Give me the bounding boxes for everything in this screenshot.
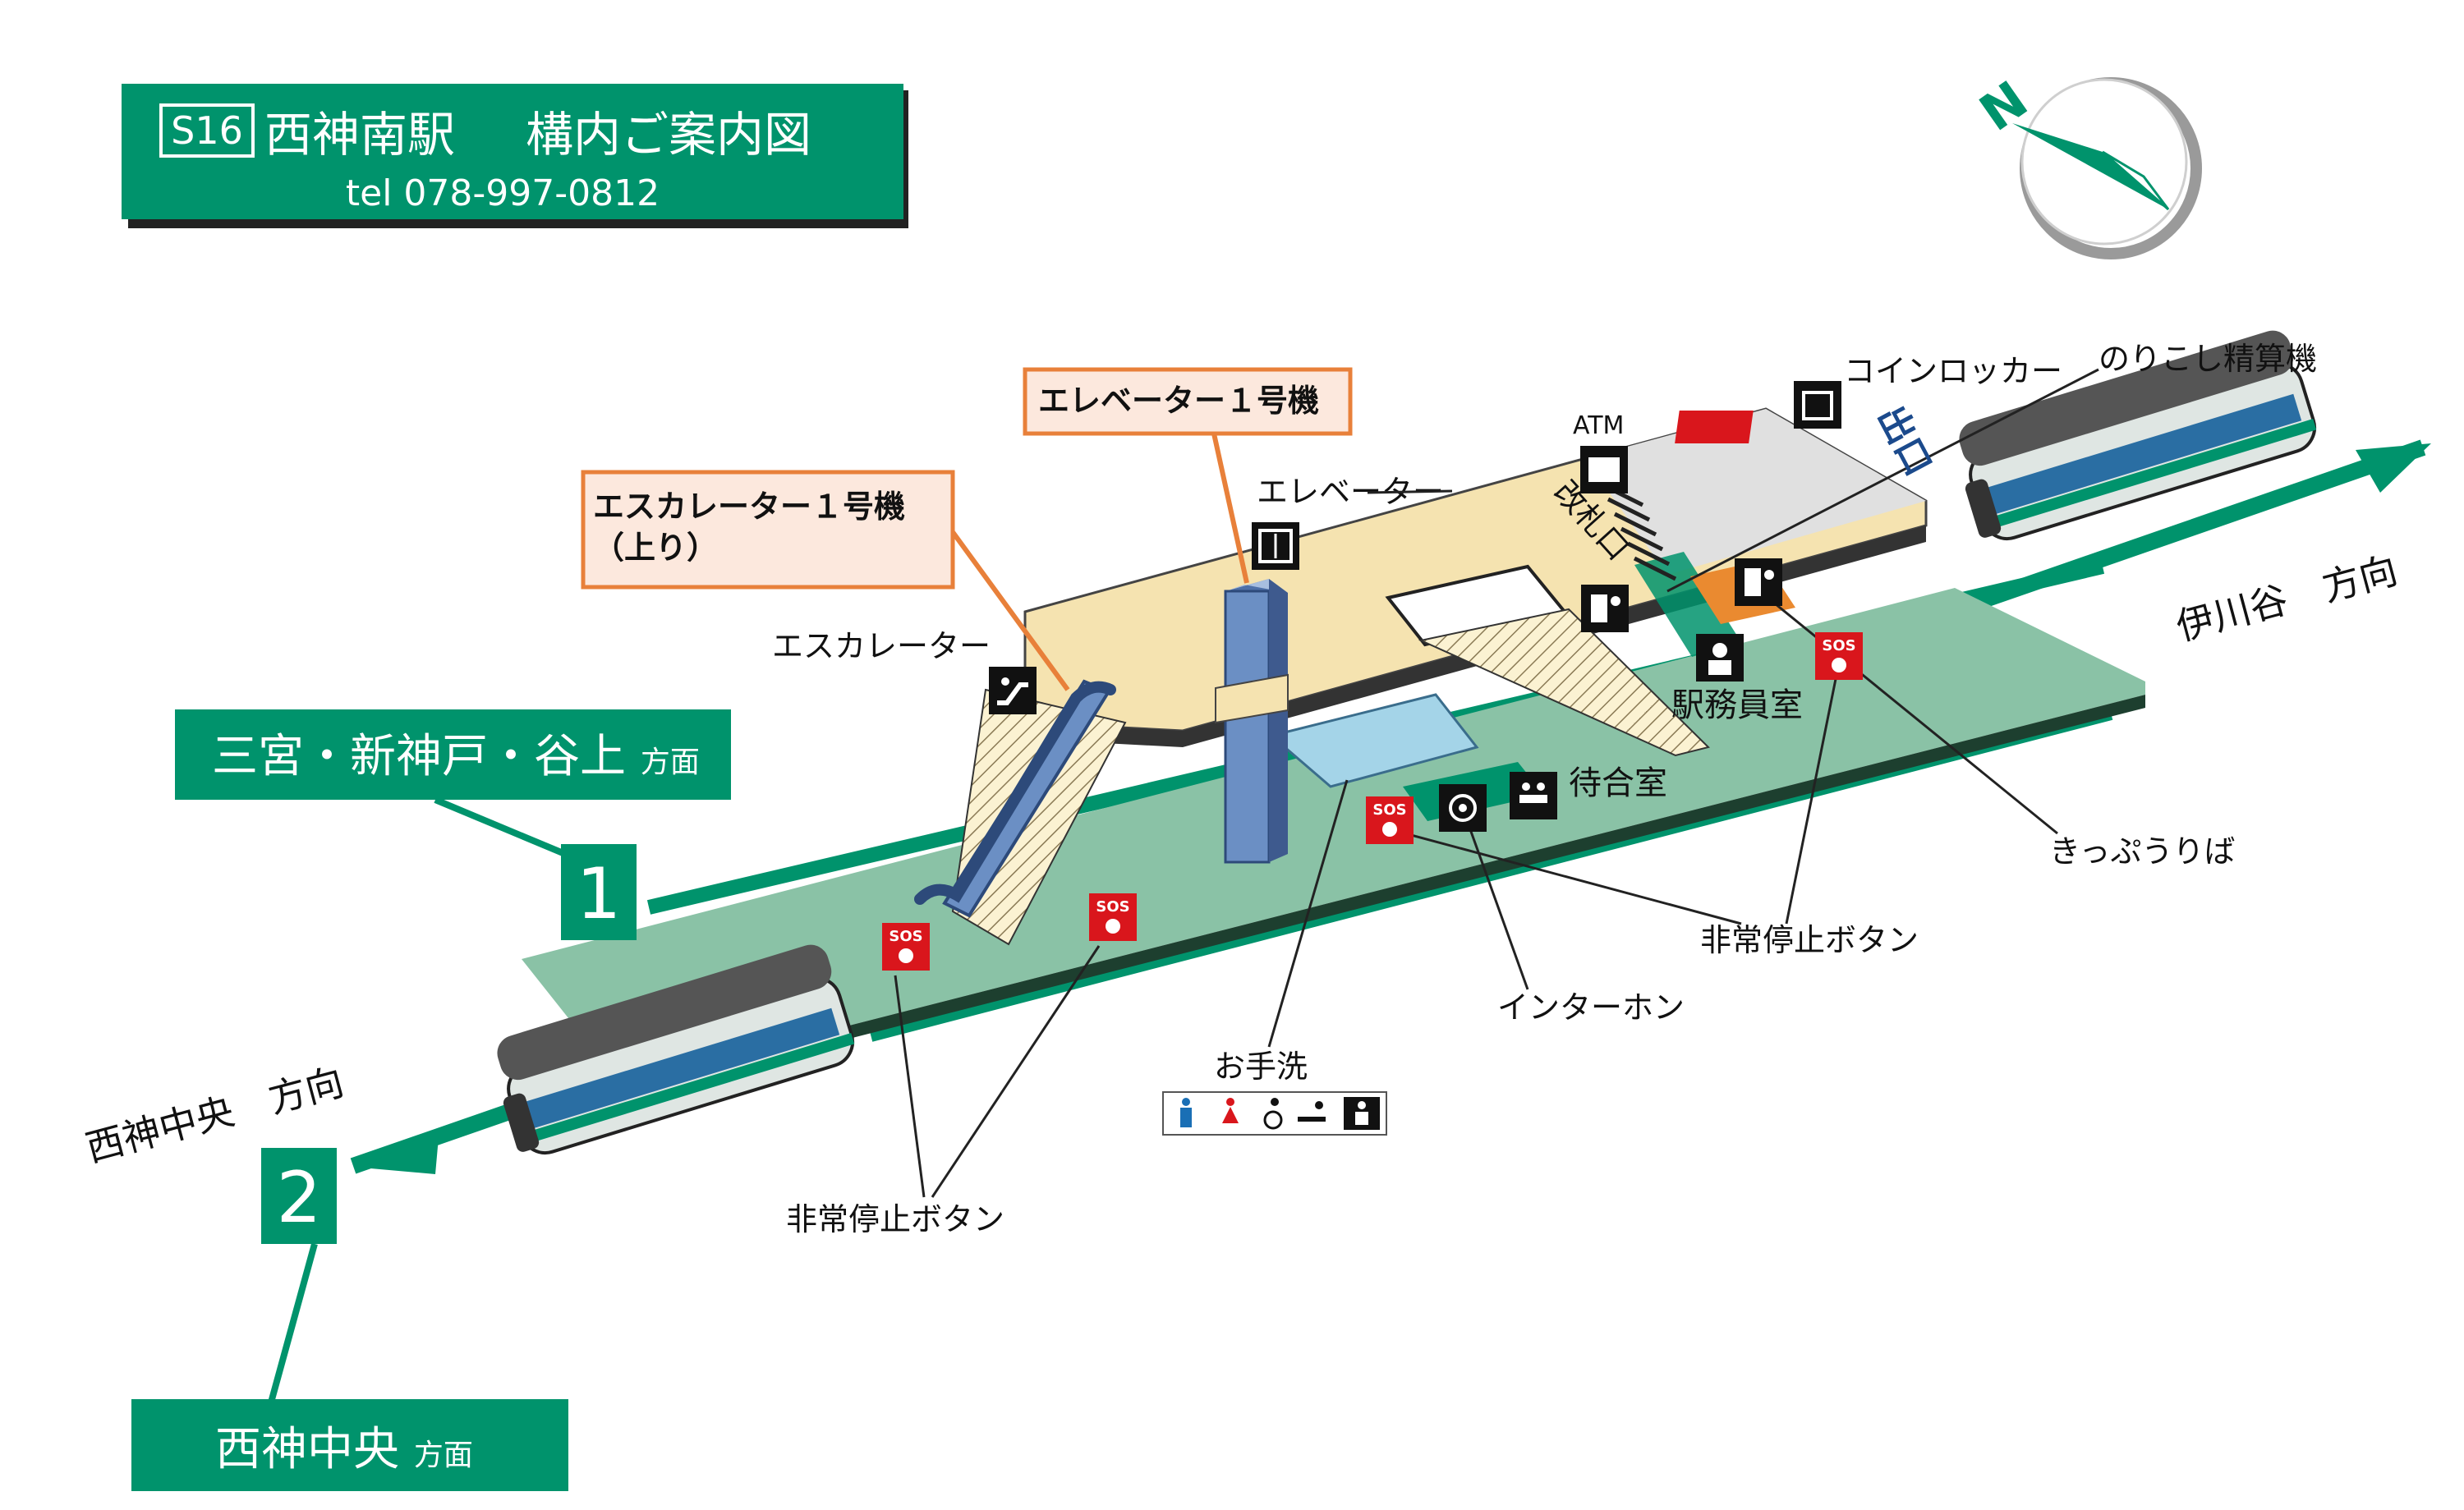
escalator — [914, 679, 1127, 946]
emergency-stop-label-left: 非常停止ボタン — [786, 1201, 1004, 1237]
sos-label-1: SOS — [889, 928, 922, 945]
track1-destination-sign: 三宮・新神戸・谷上 方面 1 — [175, 709, 731, 940]
escalator-label: エスカレーター — [772, 628, 991, 664]
fare-machine-icon — [1581, 585, 1629, 632]
track1-destination: 三宮・新神戸・谷上 — [212, 730, 626, 783]
phone-number: tel 078-997-0812 — [346, 172, 660, 214]
ostomate-icon — [1344, 1097, 1380, 1130]
waiting-room-icon — [1510, 772, 1557, 819]
exit-label: 出口 — [1869, 399, 1939, 483]
station-office-label: 駅務員室 — [1671, 686, 1803, 724]
station-staff-icon — [1696, 634, 1744, 682]
svg-text:三宮・新神戸・谷上 方面: 三宮・新神戸・谷上 方面 — [212, 730, 700, 783]
sos-button-1: SOS — [882, 923, 930, 971]
wheelchair-icon — [1263, 1098, 1283, 1130]
sos-label-3: SOS — [1372, 801, 1406, 819]
atm-icon — [1580, 446, 1628, 493]
sos-label-4: SOS — [1822, 637, 1855, 654]
island-platform — [522, 588, 2145, 1026]
ticket-gate-lines — [1600, 482, 1677, 581]
track2-number: 2 — [277, 1157, 322, 1239]
track2-destination-sign: 2 西神中央 方面 — [131, 1148, 568, 1491]
station-name: 西神南駅 — [264, 107, 455, 163]
svg-text:西神中央 方面: 西神中央 方面 — [215, 1423, 473, 1476]
elevator1-callout: エレベーター１号機 — [1023, 367, 1353, 584]
sos-button-2: SOS — [1089, 893, 1137, 941]
toilet-icons — [1162, 1091, 1387, 1136]
man-icon — [1166, 1095, 1206, 1131]
track2-number-box — [261, 1148, 337, 1244]
track1-number: 1 — [577, 853, 622, 935]
stairs — [1418, 608, 1710, 757]
atm-label: ATM — [1573, 411, 1624, 440]
ticket-machine-icon — [1735, 558, 1782, 606]
platform-edge — [846, 695, 2145, 1040]
sos-label-2: SOS — [1096, 898, 1129, 916]
south-direction-arrow — [361, 1128, 439, 1174]
coin-locker-icon — [1794, 381, 1841, 429]
woman-icon — [1222, 1098, 1239, 1123]
baby-changing-icon — [1298, 1101, 1326, 1122]
north-direction-arrow — [2356, 443, 2431, 493]
waiting-room-label: 待合室 — [1569, 764, 1667, 802]
compass-needle — [2012, 123, 2168, 209]
compass: N — [1969, 69, 2202, 259]
track1-number-box — [561, 844, 637, 940]
train-south — [497, 944, 855, 1154]
track2-destination: 西神中央 — [215, 1423, 399, 1476]
north-direction-label: 伊川谷 方向 — [2172, 548, 2402, 649]
ticket-sales-label: きっぷうりば — [2049, 833, 2235, 870]
intercom-icon — [1439, 784, 1487, 832]
toilet-label: お手洗 — [1214, 1049, 1308, 1085]
track1-suffix: 方面 — [641, 746, 700, 779]
emergency-stop-label-right: 非常停止ボタン — [1700, 922, 1919, 958]
map-title: 構内ご案内図 — [526, 107, 811, 163]
coin-locker-label: コインロッカー — [1844, 353, 2062, 389]
elevator1-callout-text: エレベーター１号機 — [1038, 383, 1319, 419]
train-north — [1959, 330, 2317, 540]
escalator1-callout: エスカレーター１号機 （上り） — [581, 470, 1070, 691]
track2-suffix: 方面 — [414, 1439, 473, 1472]
escalator1-callout-line1: エスカレーター１号機 — [593, 489, 905, 525]
intercom-label: インターホン — [1497, 989, 1685, 1026]
sos-button-4: SOS — [1815, 632, 1863, 680]
toilet-block — [1268, 693, 1479, 788]
title-banner: S16 西神南駅 構内ご案内図 tel 078-997-0812 — [122, 84, 908, 228]
escalator-icon — [989, 667, 1037, 714]
ticket-gate-block — [1634, 552, 1741, 657]
fare-adjustment-label: のりこし精算機 — [2099, 341, 2317, 377]
unpaid-area — [1585, 409, 1926, 575]
coin-locker-block — [1675, 411, 1754, 443]
sos-button-3: SOS — [1366, 796, 1414, 844]
elevator-shaft — [1215, 579, 1289, 864]
station-code: S16 — [171, 108, 243, 153]
escalator1-callout-line2: （上り） — [593, 530, 718, 566]
elevator-icon — [1252, 522, 1299, 570]
